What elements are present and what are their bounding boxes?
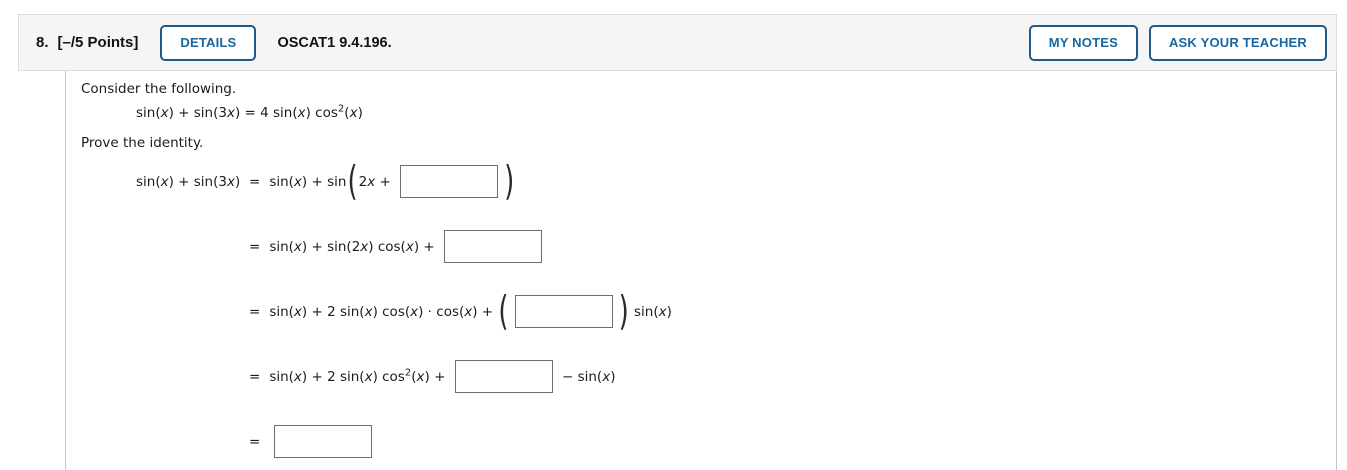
line4-pre: sin(x) + 2 sin(x) cos2(x) + <box>269 367 450 385</box>
question-points: [–/5 Points] <box>57 34 139 51</box>
question-header: 8. [–/5 Points] DETAILS OSCAT1 9.4.196. … <box>18 14 1337 71</box>
ask-your-teacher-button[interactable]: ASK YOUR TEACHER <box>1148 24 1327 61</box>
proof-line-4: = sin(x) + 2 sin(x) cos2(x) + − sin(x) <box>249 358 615 395</box>
question-body: Consider the following. sin(x) + sin(3x)… <box>65 71 1337 470</box>
line1-big-paren-close: ) <box>504 158 515 205</box>
line1-inner: 2x + <box>358 173 396 190</box>
proof-line-5: = <box>249 423 377 460</box>
answer-input-1[interactable] <box>400 165 499 198</box>
line1-big-paren-open: ( <box>347 158 358 205</box>
answer-input-2[interactable] <box>444 230 542 263</box>
line3-big-paren-open: ( <box>498 288 509 335</box>
line2-equals: = <box>249 238 261 255</box>
line2-pre: sin(x) + sin(2x) cos(x) + <box>269 238 439 255</box>
given-equation: sin(x) + sin(3x) = 4 sin(x) cos2(x) <box>136 103 363 121</box>
line4-equals: = <box>249 368 261 385</box>
line1-equals: = <box>249 173 261 190</box>
proof-line-2: = sin(x) + sin(2x) cos(x) + <box>249 228 547 265</box>
line1-pre: sin(x) + sin <box>269 173 347 190</box>
intro-text: Consider the following. <box>81 81 237 97</box>
question-number: 8. <box>36 34 49 51</box>
answer-input-5[interactable] <box>274 425 373 458</box>
proof-line-3: = sin(x) + 2 sin(x) cos(x) · cos(x) + ( … <box>249 288 672 335</box>
answer-input-3[interactable] <box>514 295 613 328</box>
line5-equals: = <box>249 433 261 450</box>
details-button[interactable]: DETAILS <box>160 24 257 61</box>
line3-big-paren-close: ) <box>618 288 629 335</box>
line1-lhs: sin(x) + sin(3x) <box>136 173 241 190</box>
instruction-text: Prove the identity. <box>81 135 204 151</box>
line3-pre: sin(x) + 2 sin(x) cos(x) · cos(x) + <box>269 303 498 320</box>
line3-post: sin(x) <box>629 303 672 320</box>
line4-post: − sin(x) <box>557 368 616 385</box>
line3-equals: = <box>249 303 261 320</box>
assignment-code: OSCAT1 9.4.196. <box>277 34 392 51</box>
my-notes-button[interactable]: MY NOTES <box>1028 24 1138 61</box>
proof-line-1: sin(x) + sin(3x) = sin(x) + sin ( 2x + ) <box>136 158 515 205</box>
answer-input-4[interactable] <box>454 360 553 393</box>
